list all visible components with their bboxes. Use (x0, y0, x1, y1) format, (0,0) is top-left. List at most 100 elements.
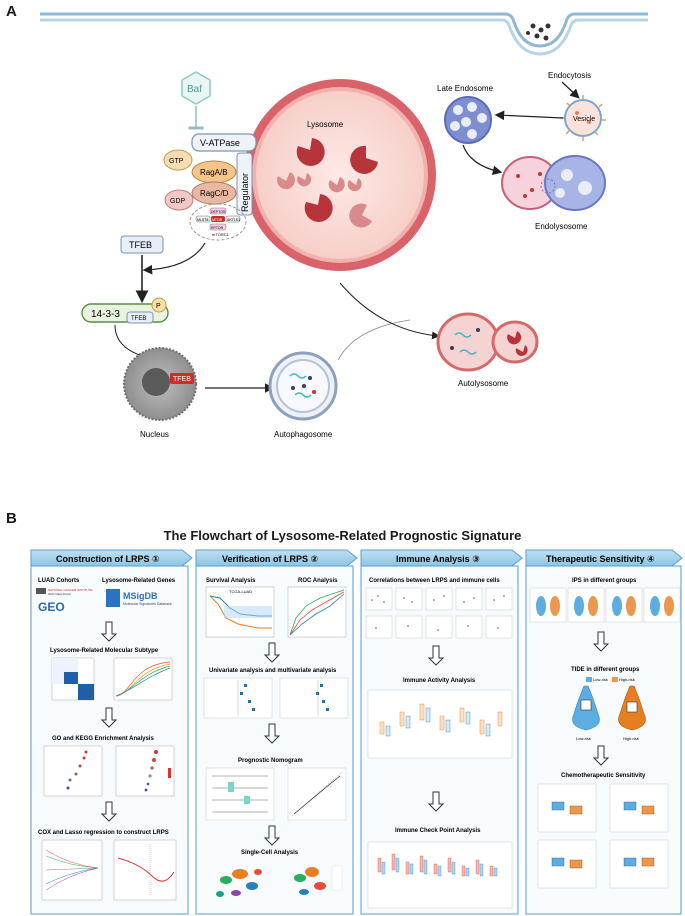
c3-immune-activity: Immune Activity Analysis (403, 678, 476, 684)
tfeb-nucleus-label: TFEB (173, 376, 191, 383)
c2-arrow-3 (263, 825, 281, 846)
tfeb-small-box (126, 311, 154, 324)
baf-hexagon (181, 71, 211, 105)
autolysosome (436, 312, 539, 372)
c4-ips-violins (529, 587, 681, 623)
c1-go-kegg: GO and KEGG Enrichment Analysis (52, 736, 154, 742)
c4-tide-xlabel-high: High-risk (623, 736, 639, 741)
column-4-header: Therapeutic Sensitivity ④ (546, 554, 655, 564)
endolysosome-label: Endolysosome (535, 222, 588, 231)
mtorc-subunit-2 (195, 215, 211, 223)
column-3-header: Immune Analysis ③ (396, 554, 480, 564)
c1-lasso-cv (113, 839, 177, 901)
mtorc1-label: mTORC1 (212, 232, 230, 237)
c3-activity-boxplot (367, 689, 513, 759)
vesicle (560, 95, 606, 141)
c1-molecular-subtype: Lysosome-Related Molecular Subtype (50, 648, 159, 654)
c1-arrow-3 (100, 801, 118, 822)
mtorc-subunit-5 (209, 223, 227, 231)
mtorc-subunit-4-label: AKT1S1 (227, 218, 240, 222)
c2-km-title: TCGA-LUAD (229, 589, 252, 594)
c4-arrow-1 (592, 631, 610, 652)
nucleus (123, 347, 197, 421)
arrow-mtorc-tfeb (142, 242, 206, 275)
mtorc-subunit-4 (225, 215, 241, 223)
arrow-endosome-endolysosome (462, 144, 503, 176)
gtp-node (163, 149, 193, 171)
panel-a-letter: A (6, 3, 17, 20)
nucleus-label: Nucleus (140, 430, 169, 439)
vatpase-label: V-ATPase (200, 138, 240, 148)
c2-km-plot (205, 586, 275, 638)
nci-logo-text: NATIONAL CANCER INSTITUTE (48, 588, 93, 592)
tfeb-box (120, 235, 164, 254)
gdp-node (164, 189, 194, 211)
autophagosome-label: Autophagosome (274, 430, 333, 439)
mtorc-subunit-3 (211, 216, 225, 222)
c2-umap-2 (294, 865, 343, 895)
tfeb-label: TFEB (129, 240, 152, 250)
c3-scatter-points (371, 595, 505, 631)
late-endosome (444, 96, 492, 144)
c1-kegg-dotplot (115, 745, 175, 797)
c4-chemo-boxplots (537, 783, 669, 889)
c2-nomogram-plot (205, 767, 275, 821)
c2-calibration-plot (287, 767, 347, 821)
c2-survival: Survival Analysis (206, 578, 256, 584)
gdc-logo-text: GDC Data Portal (48, 592, 71, 596)
c2-roc-plot (287, 586, 347, 638)
c2-forest-uni (203, 677, 273, 719)
lysosome-enzymes (277, 138, 378, 228)
autolysosome-label: Autolysosome (458, 379, 509, 388)
arrow-endocytosis-vesicle (561, 81, 580, 99)
c1-lasso-path (41, 839, 103, 901)
c1-arrow-1 (100, 621, 118, 642)
regulator-label: Regulator (240, 173, 250, 212)
nci-logo-mark (36, 588, 46, 594)
c4-tide: TIDE in different groups (571, 667, 640, 673)
mtorc-subunit-1-label: DEPTOR (211, 210, 226, 214)
c2-single-cell: Single-Cell Analysis (241, 850, 299, 856)
c4-tide-violins (572, 685, 646, 731)
c1-consensus-heatmap (51, 657, 95, 701)
vatpase-box (191, 133, 257, 152)
c2-roc: ROC Analysis (298, 578, 338, 584)
c1-arrow-2 (100, 707, 118, 728)
mtorc-subunit-5-label: RPTOR (211, 226, 224, 230)
c1-cdf-plot (113, 657, 173, 701)
c2-arrow-1 (263, 642, 281, 663)
late-endosome-label: Late Endosome (437, 84, 494, 93)
arrow-vesicle-endosome (494, 110, 564, 121)
c3-arrow-2 (427, 791, 445, 812)
endocytosis-cargo (526, 23, 551, 41)
c2-univariate: Univariate analysis and multivariate ana… (209, 668, 337, 674)
endolysosome (501, 155, 606, 211)
c3-scatter-grid (365, 587, 513, 639)
c4-arrow-2 (592, 745, 610, 766)
raga-label: RagA/B (200, 168, 228, 177)
tfeb-small-label: TFEB (131, 316, 146, 322)
geo-logo: GEO (38, 600, 65, 614)
mtorc-subunit-1 (209, 207, 227, 215)
baf-label: Baf (187, 84, 202, 95)
c2-umap-1 (216, 869, 262, 897)
mtorc1-complex (189, 203, 247, 241)
c2-forest-multi (279, 677, 349, 719)
gtp-label: GTP (169, 158, 184, 165)
c4-legend-high: High-risk (619, 677, 635, 682)
panel-b-letter: B (6, 510, 17, 527)
c4-legend-low-swatch (586, 677, 592, 682)
flowchart-title: The Flowchart of Lysosome-Related Progno… (163, 528, 522, 543)
gdp-label: GDP (170, 198, 186, 205)
c4-legend-low: Low-risk (593, 677, 608, 682)
column-2-header: Verification of LRPS ② (222, 554, 318, 564)
c4-legend-high-swatch (612, 677, 618, 682)
phosphate-label: P (156, 303, 161, 310)
c3-checkpoint-boxplot (367, 841, 513, 909)
c4-ips: IPS in different groups (572, 578, 637, 584)
c4-chemo: Chemotherapeutic Sensitivity (561, 773, 646, 779)
endocytosis-label: Endocytosis (548, 71, 591, 80)
mtorc-subunit-3-label: MTOR (212, 218, 223, 222)
c1-go-dotplot (43, 745, 103, 797)
